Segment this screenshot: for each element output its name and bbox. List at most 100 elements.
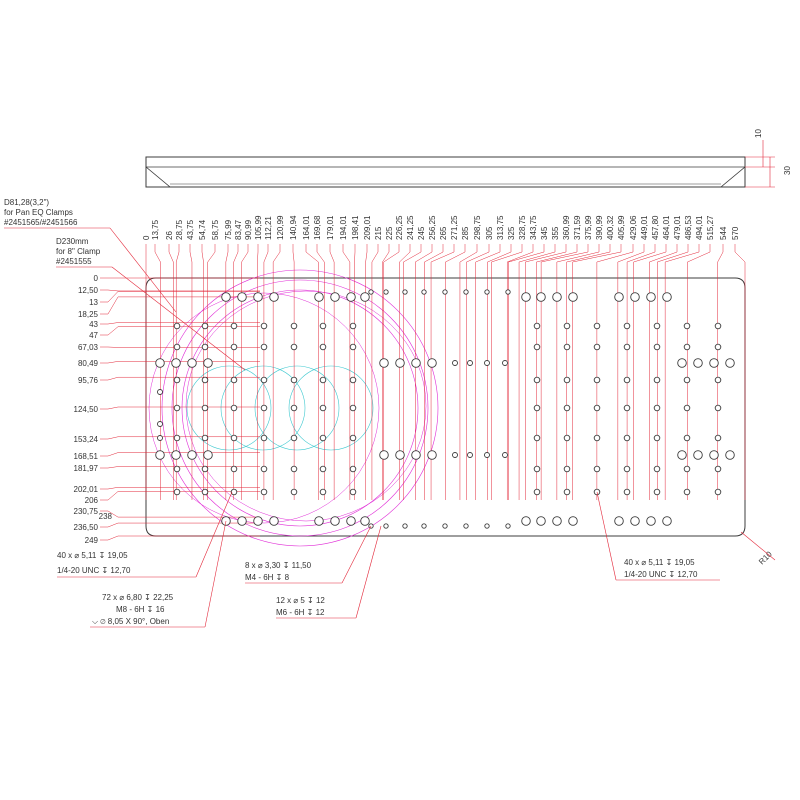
- hole: [237, 292, 247, 302]
- radius-leader: [740, 531, 776, 561]
- hole: [502, 452, 508, 458]
- hole: [442, 289, 448, 295]
- hole: [630, 516, 640, 526]
- y-dim-line: [100, 296, 260, 315]
- hole-callouts: 40 x ⌀ 5,11 ↧ 19,05 1/4-20 UNC ↧ 12,70 8…: [57, 491, 776, 628]
- hole: [683, 434, 691, 442]
- y-dim-label: 206: [85, 496, 99, 505]
- plate-outline: [145, 277, 746, 537]
- side-view: 10 30: [145, 129, 792, 188]
- note-d81-line3: #2451565/#2451566: [4, 218, 78, 227]
- note-d230-line2: for 8" Clamp: [56, 247, 101, 256]
- hole: [421, 523, 427, 529]
- x-dim-label: 390,99: [595, 215, 604, 240]
- y-dim-label: 249: [85, 536, 99, 545]
- hole: [349, 465, 357, 473]
- callout-12-line2: M6 - 6H ↧ 12: [276, 608, 325, 617]
- hole: [201, 465, 209, 473]
- x-dim-line: [329, 244, 335, 500]
- hole: [593, 434, 601, 442]
- hole: [314, 292, 324, 302]
- hole: [521, 516, 531, 526]
- y-dim-label: 236,50: [74, 523, 99, 532]
- hole: [653, 404, 661, 412]
- y-dim-line: [100, 436, 260, 440]
- x-dim-label: 112,21: [264, 216, 273, 240]
- hole: [683, 465, 691, 473]
- hole: [230, 465, 238, 473]
- hole: [452, 360, 458, 366]
- y-dim-line: [100, 466, 260, 469]
- x-dim-label: 13,75: [151, 219, 160, 240]
- y-dim-label: 230,75: [74, 507, 99, 516]
- x-dim-label: 328,75: [518, 215, 527, 240]
- hole: [714, 488, 722, 496]
- x-dim-label: 355: [551, 226, 560, 240]
- hole: [693, 450, 703, 460]
- x-dim-line: [466, 244, 490, 500]
- hole: [319, 434, 327, 442]
- hole: [563, 488, 571, 496]
- x-dim-label: 140,94: [289, 215, 298, 240]
- hole: [290, 343, 298, 351]
- side-dim-30-label: 30: [783, 166, 792, 175]
- x-dim-line: [154, 244, 161, 500]
- hole: [533, 465, 541, 473]
- hole: [709, 450, 719, 460]
- x-dim-label: 245: [417, 226, 426, 240]
- hole: [230, 376, 238, 384]
- hole: [349, 376, 357, 384]
- hole: [253, 292, 263, 302]
- y-dim-line: [100, 535, 260, 541]
- x-dim-line: [263, 244, 269, 500]
- hole: [623, 465, 631, 473]
- x-dim-line: [305, 244, 319, 500]
- hole: [563, 322, 571, 330]
- hole: [349, 404, 357, 412]
- hole: [536, 292, 546, 302]
- y-dimension-lines: [100, 277, 260, 541]
- hole: [155, 450, 165, 460]
- x-dim-label: 90,99: [244, 219, 253, 240]
- hole: [593, 465, 601, 473]
- hole: [714, 376, 722, 384]
- hole: [221, 292, 231, 302]
- x-dim-line: [292, 244, 295, 500]
- hole: [171, 358, 181, 368]
- hole: [467, 452, 473, 458]
- callout-8-leader-diag: [341, 525, 372, 584]
- y-dimension-labels: 0 12,50 13 18,25 43 47 67,03 80,49 95,76…: [74, 274, 113, 545]
- x-dim-line: [424, 244, 444, 500]
- hole: [260, 376, 268, 384]
- side-view-outline: [145, 156, 746, 188]
- hole: [173, 322, 181, 330]
- hole: [646, 292, 656, 302]
- hole: [593, 404, 601, 412]
- hole: [402, 523, 408, 529]
- x-dim-label: 28,75: [175, 219, 184, 240]
- x-dim-line: [233, 244, 239, 500]
- hole: [349, 434, 357, 442]
- x-dim-line: [687, 244, 711, 500]
- x-dim-line: [257, 244, 259, 500]
- x-dimension-labels: 0 13,75 26 28,75 43,75 54,74 58,75 75,99…: [142, 215, 740, 240]
- hole: [157, 421, 163, 427]
- hole: [653, 434, 661, 442]
- x-dim-line: [566, 244, 611, 500]
- x-dim-label: 360,99: [562, 215, 571, 240]
- hole: [563, 465, 571, 473]
- hole: [173, 376, 181, 384]
- hole: [187, 450, 197, 460]
- hole: [502, 360, 508, 366]
- hole: [230, 404, 238, 412]
- hole: [360, 292, 370, 302]
- hole: [563, 434, 571, 442]
- clamp-d230-circle: [181, 289, 419, 527]
- callout-8-line2: M4 - 6H ↧ 8: [245, 573, 290, 582]
- y-dim-line: [100, 491, 260, 501]
- x-dim-label: 271,25: [450, 215, 459, 240]
- x-dim-label: 570: [731, 226, 740, 240]
- x-dim-line: [371, 244, 379, 500]
- hole: [157, 389, 163, 395]
- callout-40b-line2: 1/4-20 UNC ↧ 12,70: [624, 570, 698, 579]
